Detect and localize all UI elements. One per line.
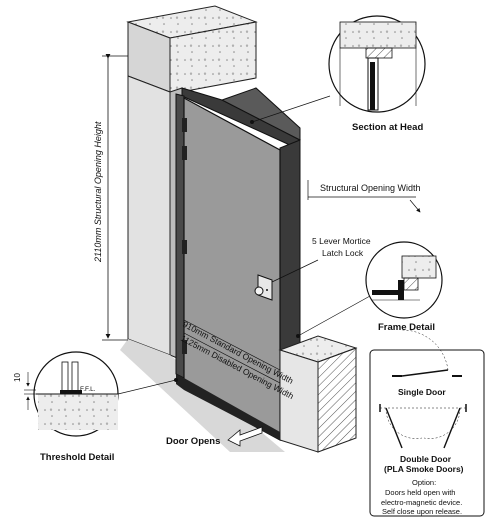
option-line2: Doors held open with <box>385 488 455 497</box>
option-line4: Self close upon release. <box>382 507 462 516</box>
ffl-label: F.F.L. <box>80 386 96 393</box>
double-door-plan <box>379 404 467 449</box>
door-leaf <box>176 96 281 442</box>
option-line1: Option: <box>412 478 436 487</box>
hinge-lower <box>182 340 187 354</box>
double-door-label-line1: Double Door <box>400 454 452 464</box>
latch-lock-label-line1: 5 Lever Mortice <box>312 236 371 246</box>
door-frame <box>175 87 301 379</box>
structural-opening-height-label: 2110mm Structural Opening Height <box>93 121 103 263</box>
section-at-head-label: Section at Head <box>352 122 423 133</box>
section-at-head-detail: Section at Head <box>250 15 426 133</box>
door-opens-label: Door Opens <box>166 436 220 447</box>
door-opens-indicator: Door Opens <box>166 426 263 447</box>
hinge-mid <box>182 240 187 254</box>
left-wall <box>127 75 183 361</box>
threshold-detail: 10 F.F.L. Threshold Detail <box>13 351 178 463</box>
frame-detail: Frame Detail <box>296 241 443 338</box>
structural-opening-width-label: Structural Opening Width <box>320 183 421 193</box>
dim-10-label: 10 <box>13 373 22 382</box>
option-line3: electro-magnetic device. <box>381 498 462 507</box>
hinge-top <box>182 118 187 132</box>
latch-lock-callout: 5 Lever Mortice Latch Lock <box>271 236 371 283</box>
double-door-label-line2: (PLA Smoke Doors) <box>384 464 464 474</box>
threshold-detail-label: Threshold Detail <box>40 452 114 463</box>
hinge-upper-mid <box>182 146 187 160</box>
lock-handle <box>254 286 264 296</box>
single-door-label: Single Door <box>398 387 446 397</box>
structural-width-dimension: Structural Opening Width <box>307 180 421 213</box>
keyhole <box>266 289 268 291</box>
right-wall-block <box>278 335 358 453</box>
frame-detail-label: Frame Detail <box>378 322 435 333</box>
lintel-block <box>126 5 258 95</box>
door-opens-arrow-icon <box>227 426 263 447</box>
height-dimension: 2110mm Structural Opening Height <box>93 54 128 341</box>
threshold-strip <box>176 374 280 440</box>
door-options-panel: Single Door Double Door (PLA Smoke Doors… <box>369 329 485 517</box>
single-door-plan <box>392 329 462 377</box>
latch-lock-label-line2: Latch Lock <box>322 248 364 258</box>
